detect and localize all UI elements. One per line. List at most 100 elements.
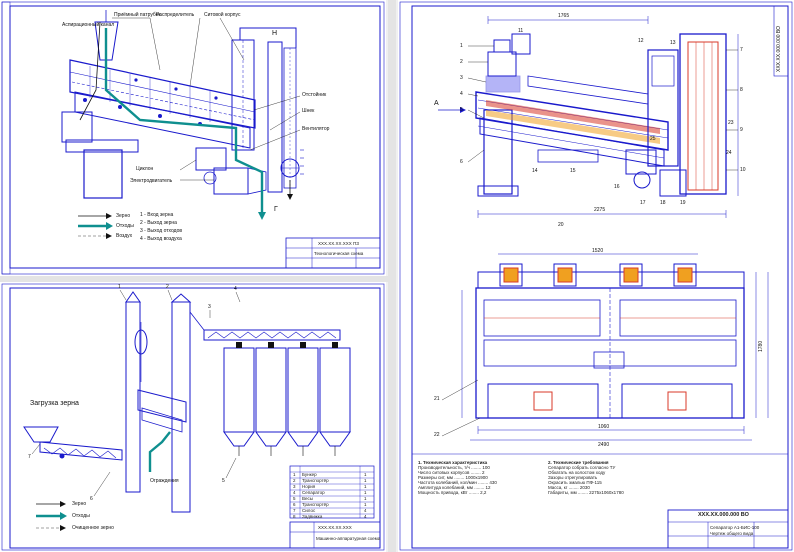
- tech-spec-line: Мощность привода, кВт ........ 2,2: [418, 490, 487, 495]
- tech-spec-line: Размеры сит, мм ........ 1000х1900: [418, 475, 488, 480]
- legend-label-waste: Отходы: [72, 513, 90, 519]
- tech-spec-line: Число ситовых корпусов ........ 2: [418, 470, 485, 475]
- pos-number: 6: [90, 496, 93, 502]
- callout-label: Циклон: [136, 166, 154, 172]
- section-mark: А: [434, 100, 439, 107]
- legend-label-air: Воздух: [116, 233, 133, 239]
- pos-number: 13: [670, 40, 676, 46]
- general-view-drawing: [399, 1, 793, 551]
- stamp-code: ХХХ.ХХ.ХХ.ХХХ ПЗ: [318, 241, 359, 246]
- pos-number: 10: [740, 167, 746, 173]
- pos-number: 12: [638, 38, 644, 44]
- pos-number: 15: [570, 168, 576, 174]
- spec-row: 4 Сепаратор 1: [293, 490, 367, 495]
- sheet-process-scheme[interactable]: Приёмный патрубок Распределитель Ситовой…: [0, 0, 386, 276]
- spec-table: 1 Бункер 1 2 Транспортёр 1 3 Нория 1 4 С…: [290, 472, 374, 520]
- pos-number: 3: [208, 304, 211, 310]
- window-divider-horizontal: [0, 276, 388, 282]
- pos-number: 18: [660, 200, 666, 206]
- spec-row: 3 Нория 1: [293, 484, 367, 489]
- stamp-code: ХХХ.ХХ.ХХ.ХХХ: [318, 525, 352, 530]
- sheet-equipment-scheme[interactable]: 1 2 3 4 5 6 7 Загрузка зерна Ограждения …: [0, 282, 386, 552]
- corner-code: ХХХ.ХХ.000.000 ВО: [776, 26, 782, 72]
- spec-row: 6 Транспортёр 1: [293, 502, 367, 507]
- callout-label: Шнек: [302, 108, 315, 114]
- pos-number: 9: [740, 127, 743, 133]
- tech-req-line: Обкатать на холостом ходу: [548, 470, 606, 475]
- pos-number: 5: [460, 107, 463, 113]
- label-outlet: Ограждения: [150, 478, 179, 484]
- note-line: 4 - Выход воздуха: [140, 236, 182, 242]
- tech-req-line: Габариты, мм ........ 2275х1060х1780: [548, 490, 624, 495]
- mark-h: Н: [272, 30, 278, 37]
- tech-spec-block: 1. Техническая характеристика Производит…: [418, 460, 544, 495]
- pos-number: 4: [460, 91, 463, 97]
- main-stamp-title: Сепаратор А1-БИС-100: [710, 525, 760, 530]
- pos-number: 24: [726, 150, 732, 156]
- dim-width: 1060: [598, 424, 610, 430]
- callout-label: Аспирационный канал: [62, 22, 115, 28]
- sheet-general-view[interactable]: ХХХ.ХХ.000.000 ВО А 1765 2275 1520 1060 …: [398, 0, 794, 552]
- main-stamp-code: ХХХ.ХХ.000.000 ВО: [698, 512, 749, 518]
- note-line: 2 - Выход зерна: [140, 220, 177, 226]
- pos-number: 7: [28, 454, 31, 460]
- spec-row: 1 Бункер 1: [293, 472, 367, 477]
- pos-number: 1: [118, 284, 121, 290]
- pos-number: 3: [460, 75, 463, 81]
- pos-number: 21: [434, 396, 440, 402]
- legend-label-grain: Зерно: [116, 213, 131, 219]
- process-scheme-drawing: [1, 1, 385, 275]
- spec-row: 7 Силос 4: [293, 508, 367, 513]
- label-intake: Загрузка зерна: [30, 400, 79, 407]
- pos-number: 2: [460, 59, 463, 65]
- pos-number: 5: [222, 478, 225, 484]
- pos-number: 6: [460, 159, 463, 165]
- pos-number: 17: [640, 200, 646, 206]
- callout-label: Распределитель: [156, 12, 195, 18]
- tech-req-line: Сепаратор собрать согласно ТУ: [548, 465, 616, 470]
- tech-spec-title: 1. Техническая характеристика: [418, 460, 488, 465]
- pos-number: 11: [518, 28, 524, 34]
- callout-label: Приёмный патрубок: [114, 12, 161, 18]
- pos-number: 23: [728, 120, 734, 126]
- tech-req-line: Окрасить эмалью ПФ-115: [548, 480, 602, 485]
- pos-number: 7: [740, 47, 743, 53]
- legend-label-waste: Отходы: [116, 223, 134, 229]
- tech-spec-line: Производительность, т/ч ........ 100: [418, 465, 490, 470]
- pos-number: 22: [434, 432, 440, 438]
- dim-mid: 1520: [592, 248, 604, 254]
- legend-label-grain: Зерно: [72, 501, 87, 507]
- callout-label: Ситовой корпус: [204, 12, 241, 18]
- callout-label: Отстойник: [302, 92, 327, 98]
- pos-number: 19: [680, 200, 686, 206]
- pos-number: 16: [614, 184, 620, 190]
- main-stamp-subtitle: Чертеж общего вида: [710, 531, 754, 536]
- tech-spec-line: Частота колебаний, кол/мин ........ 430: [418, 480, 497, 485]
- pos-number: 4: [234, 286, 237, 292]
- tech-req-block: 2. Технические требования Сепаратор собр…: [548, 460, 664, 495]
- pos-number: 14: [532, 168, 538, 174]
- dim-height: 1780: [758, 340, 764, 352]
- pos-number: 20: [558, 222, 564, 228]
- tech-req-line: Масса, кг ........ 2030: [548, 485, 590, 490]
- window-divider-vertical: [388, 0, 396, 552]
- tech-req-title: 2. Технические требования: [548, 460, 609, 465]
- dim-side: 2490: [598, 442, 610, 448]
- note-line: 1 - Вход зерна: [140, 212, 174, 218]
- tech-spec-line: Амплитуда колебаний, мм ........ 12: [418, 485, 491, 490]
- pos-number: 1: [460, 43, 463, 49]
- pos-number: 25: [650, 136, 656, 142]
- pos-number: 8: [740, 87, 743, 93]
- stamp-title: Технологическая схема: [314, 251, 364, 256]
- dim-upper: 1765: [558, 13, 570, 19]
- callout-label: Электродвигатель: [130, 178, 173, 184]
- equipment-scheme-drawing: [1, 283, 385, 551]
- note-line: 3 - Выход отходов: [140, 228, 183, 234]
- mark-g: Г: [274, 206, 278, 213]
- spec-row: 5 Весы 1: [293, 496, 367, 501]
- spec-row: 2 Транспортёр 1: [293, 478, 367, 483]
- callout-label: Вентилятор: [302, 126, 330, 132]
- spec-row: 8 Задвижка 4: [293, 514, 367, 519]
- tech-req-line: Зазоры отрегулировать: [548, 475, 598, 480]
- dim-length: 2275: [594, 207, 606, 213]
